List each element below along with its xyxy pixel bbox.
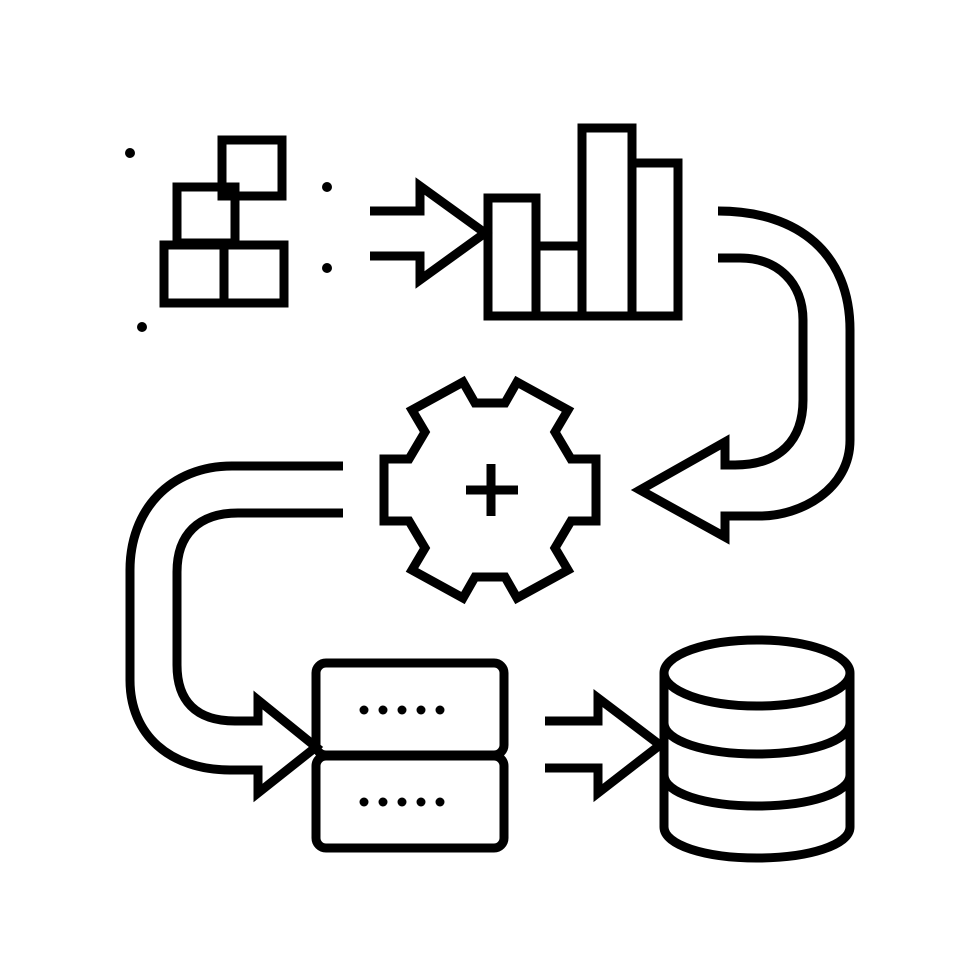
curved-arrow-down-right-icon <box>125 461 343 803</box>
server-stack-icon <box>311 658 509 853</box>
double-arrow-right-icon <box>545 688 668 803</box>
double-arrow-right-icon <box>370 177 493 289</box>
bar-chart-icon <box>483 123 683 321</box>
blocks-icon <box>159 135 289 308</box>
database-icon <box>659 635 855 863</box>
gear-plus-icon <box>379 375 601 605</box>
server-indicator-dots <box>359 705 445 807</box>
scatter-dots <box>125 148 332 332</box>
curved-arrow-down-left-icon <box>630 206 855 545</box>
